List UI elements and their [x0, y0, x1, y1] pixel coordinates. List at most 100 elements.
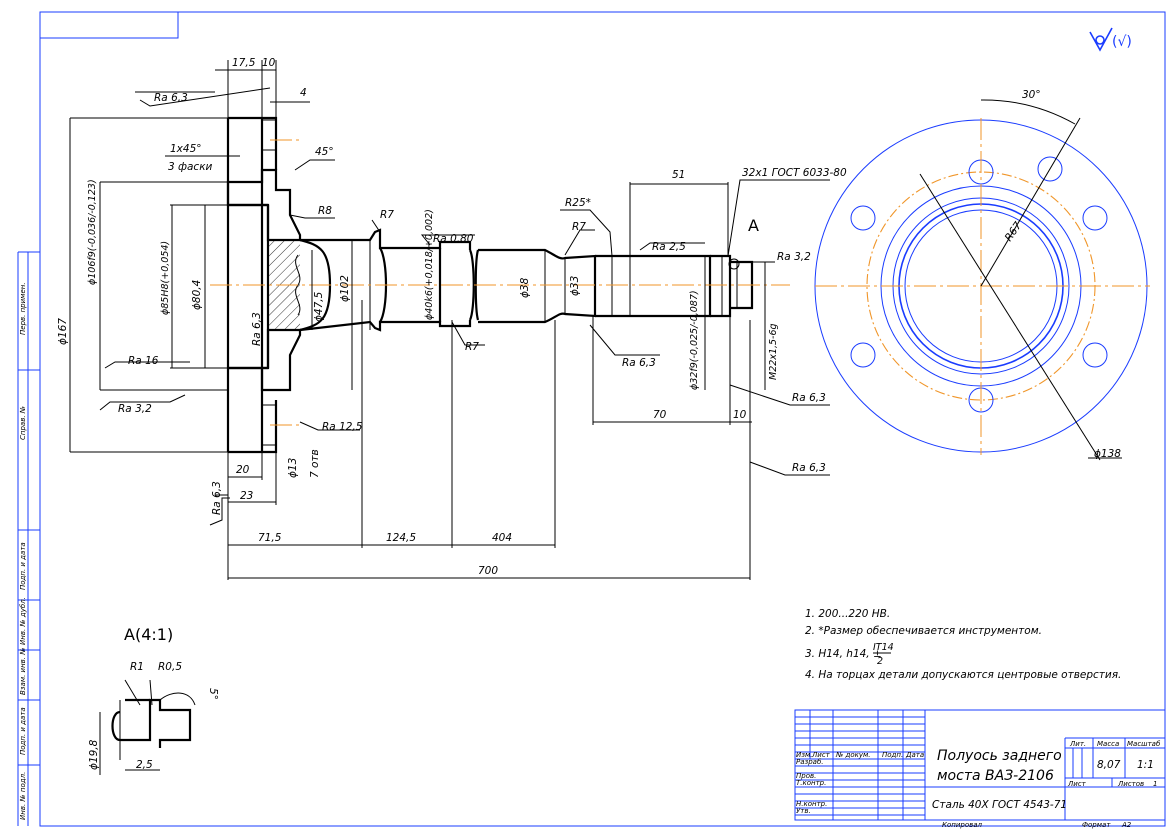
tb-sheets-val: 1: [1153, 780, 1157, 788]
part-name: моста ВАЗ-2106: [937, 768, 1054, 784]
roughness-label: Ra 16: [128, 355, 159, 367]
tb-row: Н.контр.: [796, 800, 827, 808]
roughness-label: Ra 3,2: [777, 251, 811, 263]
tb-head: Изм.: [796, 751, 812, 759]
dim-text: 70: [653, 409, 667, 421]
dim-text: 30°: [1022, 89, 1041, 101]
dim-text: R7: [380, 209, 394, 221]
side-label: Справ. №: [19, 406, 27, 440]
note-line: 1. 200...220 НВ.: [805, 608, 890, 620]
roughness-label: Ra 6,3: [792, 392, 826, 404]
dim-text: ϕ167: [57, 318, 69, 345]
side-label: Инв. № дубл.: [19, 597, 27, 645]
dim-text: 71,5: [258, 532, 282, 544]
dim-text: 3 фаски: [168, 161, 213, 173]
dim-text: 7 отв: [309, 449, 321, 478]
roughness-symbol: (√): [1089, 27, 1132, 52]
dim-text: ϕ47,5: [313, 291, 325, 322]
dim-text: 51: [672, 169, 685, 181]
dim-text: R25*: [565, 197, 591, 209]
note-frac-den: 2: [877, 656, 883, 667]
tb-mass: Масса: [1097, 740, 1119, 748]
tb-head: Подп.: [882, 751, 903, 759]
dim-text: R8: [318, 205, 332, 217]
tb-sheet: Лист: [1067, 780, 1087, 788]
side-labels: Перв. примен. Справ. № Подп. и дата Инв.…: [19, 282, 27, 820]
dim-text: 45°: [315, 146, 334, 158]
dim-text: 32x1 ГОСТ 6033-80: [742, 167, 847, 179]
material: Сталь 40Х ГОСТ 4543-71: [932, 799, 1067, 811]
dim-text: 4: [300, 87, 307, 99]
dim-text: R7: [572, 221, 586, 233]
note-line: 2. *Размер обеспечивается инструментом.: [805, 625, 1042, 637]
dimension-lines: [69, 60, 830, 580]
tb-lit: Лит.: [1069, 740, 1086, 748]
sheet-frame: [17, 11, 1166, 827]
view-marker: A: [748, 216, 759, 235]
dim-text: ϕ102: [339, 275, 351, 302]
dim-text: ϕ138: [1094, 448, 1121, 460]
side-label: Взам. инв. №: [19, 647, 27, 695]
tb-row: Разраб.: [796, 758, 824, 766]
roughness-label: Ra 6,3: [792, 462, 826, 474]
dim-text: ϕ32f9(-0,025/-0,087): [689, 290, 700, 390]
part-name: Полуось заднего: [937, 748, 1062, 764]
roughness-label: Ra 6,3: [154, 92, 188, 104]
roughness-label: Ra 2,5: [652, 241, 686, 253]
tb-copied: Копировал: [942, 821, 983, 829]
tb-row: Пров.: [796, 772, 816, 780]
dim-text: M22x1,5-6g: [768, 323, 779, 380]
side-label: Подп. и дата: [19, 707, 27, 755]
side-label: Инв. № подл.: [19, 772, 27, 820]
roughness-label: Ra 12,5: [322, 421, 363, 433]
dimension-texts: 17,5 10 4 Ra 6,3 45° 1x45° 3 фаски ϕ106f…: [57, 57, 847, 577]
dim-text: ϕ80,4: [191, 280, 203, 310]
dim-text: 5°: [207, 688, 219, 700]
dim-text: ϕ85H8(+0,054): [160, 241, 171, 315]
side-label: Подп. и дата: [19, 542, 27, 590]
tb-head: Дата: [905, 751, 924, 759]
tb-sheets: Листов: [1117, 780, 1144, 788]
roughness-label: Ra 6,3: [211, 481, 223, 515]
roughness-label: Ra 6,3: [622, 357, 656, 369]
tb-head: Лист: [811, 751, 831, 759]
dim-text: ϕ13: [287, 458, 299, 478]
dim-text: ϕ40k6(+0,018/+0,002): [424, 209, 435, 320]
note-line: 4. На торцах детали допускаются центровы…: [805, 669, 1121, 681]
dim-text: 2,5: [136, 759, 153, 771]
dim-text: R1: [130, 661, 144, 673]
shaft-section: [210, 116, 790, 454]
mass-value: 8,07: [1097, 759, 1121, 771]
dim-text: 124,5: [386, 532, 416, 544]
dim-text: ϕ106f9(-0,036/-0,123): [87, 179, 98, 285]
dim-text: 10: [262, 57, 276, 69]
dim-text: 1x45°: [170, 143, 202, 155]
roughness-label: Ra 6,3: [251, 312, 263, 346]
tb-format-val: А2: [1121, 821, 1132, 829]
flange-end-view: 30° R67 ϕ138: [814, 89, 1150, 461]
dim-text: R67: [1003, 220, 1025, 244]
detail-a: A(4:1) R1 R0,5 5° ϕ19,8 2,5: [88, 625, 219, 775]
dim-text: 17,5: [232, 57, 256, 69]
dim-text: ϕ19,8: [88, 739, 100, 770]
svg-text:(√): (√): [1112, 34, 1132, 50]
dim-text: 404: [492, 532, 512, 544]
dim-text: ϕ38: [519, 277, 531, 298]
note-line: 3. Н14, h14, ±: [805, 648, 882, 660]
tb-row: Т.контр.: [796, 779, 826, 787]
roughness-label: Ra 0,80: [433, 233, 474, 245]
dim-text: ϕ33: [569, 276, 581, 296]
dim-text: R7: [465, 341, 479, 353]
detail-title: A(4:1): [124, 625, 173, 644]
title-block: Изм. Лист № докум. Подп. Дата Разраб. Пр…: [794, 709, 1166, 829]
tb-row: Утв.: [796, 807, 811, 815]
scale-value: 1:1: [1137, 759, 1154, 771]
tb-head: № докум.: [835, 751, 871, 759]
note-frac-num: IT14: [873, 642, 894, 653]
side-label: Перв. примен.: [19, 282, 27, 335]
dim-text: 10: [733, 409, 747, 421]
tb-format: Формат: [1082, 821, 1111, 829]
tb-scale: Масштаб: [1127, 740, 1161, 748]
dim-text: R0,5: [158, 661, 182, 673]
